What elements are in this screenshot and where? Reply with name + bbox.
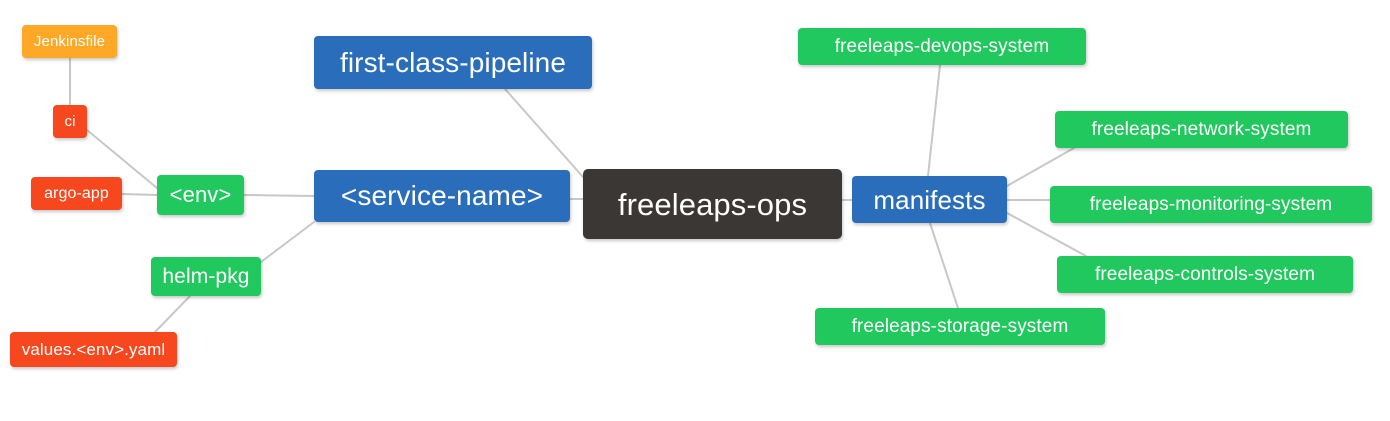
edge-devops-system-to-manifests (927, 64, 941, 177)
node-values-yaml[interactable]: values.<env>.yaml (10, 332, 177, 367)
edge-argo-app-to-env (121, 193, 158, 196)
edge-helm-pkg-to-service-name (260, 221, 315, 263)
edge-manifests-to-storage-system (929, 222, 959, 309)
node-network-system[interactable]: freeleaps-network-system (1055, 111, 1348, 148)
node-jenkinsfile[interactable]: Jenkinsfile (22, 25, 117, 58)
node-storage-system[interactable]: freeleaps-storage-system (815, 308, 1105, 345)
node-freeleaps-ops[interactable]: freeleaps-ops (583, 169, 842, 239)
node-first-class-pipeline[interactable]: first-class-pipeline (314, 36, 592, 89)
node-manifests[interactable]: manifests (852, 176, 1007, 223)
edge-manifests-to-network-system (1006, 147, 1075, 187)
node-devops-system[interactable]: freeleaps-devops-system (798, 28, 1086, 65)
node-controls-system[interactable]: freeleaps-controls-system (1057, 256, 1353, 293)
node-env[interactable]: <env> (157, 175, 244, 215)
node-ci[interactable]: ci (53, 105, 87, 138)
edge-first-class-pipeline-to-freeleaps-ops (504, 88, 584, 178)
edge-env-to-service-name (243, 194, 315, 197)
node-monitoring-system[interactable]: freeleaps-monitoring-system (1050, 186, 1372, 223)
node-helm-pkg[interactable]: helm-pkg (151, 257, 261, 296)
edge-values-yaml-to-helm-pkg (154, 295, 191, 333)
node-argo-app[interactable]: argo-app (31, 177, 122, 210)
node-service-name[interactable]: <service-name> (314, 170, 570, 222)
